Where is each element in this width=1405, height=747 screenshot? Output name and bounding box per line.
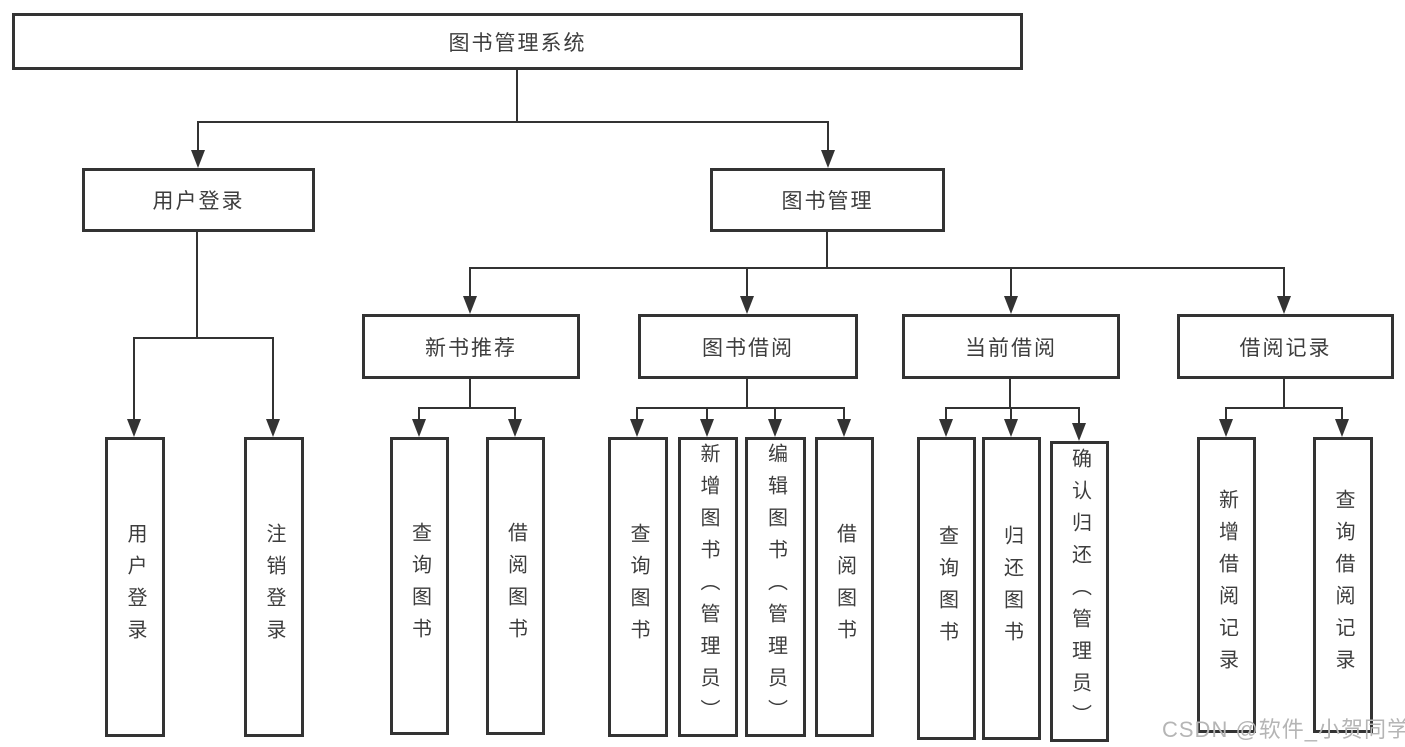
node-label: 用户登录 [152, 190, 245, 213]
arrow-head [1004, 296, 1018, 314]
connector-stem [196, 232, 198, 338]
connector-stem [469, 379, 471, 408]
arrow-shaft [469, 268, 471, 296]
arrow-head [127, 419, 141, 437]
leaf-query-books-current: 查询图书 [917, 437, 976, 740]
arrow-shaft [774, 408, 776, 419]
leaf-label: 确认归还（管理员） [1068, 447, 1091, 736]
arrow-head [1335, 419, 1349, 437]
connector-rail [469, 267, 1285, 269]
arrow-head [821, 150, 835, 168]
connector-rail [1225, 407, 1343, 409]
leaf-label: 查询图书 [935, 524, 958, 653]
node-borrow-records: 借阅记录 [1177, 314, 1394, 379]
arrow-shaft [1341, 408, 1343, 419]
leaf-label: 新增借阅记录 [1215, 489, 1238, 681]
arrow-shaft [1225, 408, 1227, 419]
connector-stem [516, 70, 518, 122]
leaf-query-books-recommend: 查询图书 [390, 437, 449, 735]
connector-stem [1009, 379, 1011, 408]
connector-stem [826, 232, 828, 268]
arrow-shaft [133, 338, 135, 419]
arrow-head [191, 150, 205, 168]
leaf-label: 借阅图书 [504, 522, 527, 650]
arrow-shaft [514, 408, 516, 419]
arrow-shaft [636, 408, 638, 419]
leaf-label: 新增图书（管理员） [697, 443, 719, 731]
arrow-shaft [945, 408, 947, 419]
leaf-label: 借阅图书 [833, 523, 856, 651]
leaf-edit-book-admin: 编辑图书（管理员） [745, 437, 806, 737]
connector-rail [945, 407, 1080, 409]
node-label: 当前借阅 [965, 336, 1057, 360]
arrow-head [768, 419, 782, 437]
watermark: CSDN @软件_小贺同学 [1162, 717, 1405, 742]
leaf-label: 查询借阅记录 [1332, 489, 1354, 681]
leaf-label: 查询图书 [408, 522, 431, 650]
node-label: 借阅记录 [1239, 336, 1332, 360]
node-new-book-recommend: 新书推荐 [362, 314, 580, 379]
leaf-query-books-borrow: 查询图书 [608, 437, 668, 737]
arrow-shaft [1010, 268, 1012, 296]
arrow-shaft [827, 122, 829, 150]
arrow-head [837, 419, 851, 437]
arrow-head [700, 419, 714, 437]
connector-rail [197, 121, 829, 123]
arrow-head [1004, 419, 1018, 437]
leaf-user-login: 用户登录 [105, 437, 165, 737]
node-root: 图书管理系统 [12, 13, 1023, 70]
arrow-head [740, 296, 754, 314]
node-label: 新书推荐 [425, 336, 517, 360]
leaf-query-borrow-record: 查询借阅记录 [1313, 437, 1373, 733]
leaf-borrow-books-recommend: 借阅图书 [486, 437, 545, 735]
node-label: 图书管理 [781, 190, 874, 213]
node-book-borrow: 图书借阅 [638, 314, 858, 379]
arrow-shaft [197, 122, 199, 150]
connector-stem [1283, 379, 1285, 408]
arrow-shaft [1078, 408, 1080, 423]
connector-rail [133, 337, 274, 339]
arrow-head [508, 419, 522, 437]
connector-stem [746, 379, 748, 408]
node-user-login: 用户登录 [82, 168, 315, 232]
node-label: 图书管理系统 [448, 31, 587, 55]
leaf-return-books: 归还图书 [982, 437, 1041, 740]
leaf-confirm-return-admin: 确认归还（管理员） [1050, 441, 1109, 742]
leaf-logout: 注销登录 [244, 437, 304, 737]
arrow-head [1277, 296, 1291, 314]
node-label: 图书借阅 [702, 336, 794, 360]
arrow-shaft [843, 408, 845, 419]
leaf-add-borrow-record: 新增借阅记录 [1197, 437, 1256, 733]
arrow-head [412, 419, 426, 437]
arrow-shaft [418, 408, 420, 419]
arrow-head [463, 296, 477, 314]
arrow-shaft [272, 338, 274, 419]
leaf-borrow-books: 借阅图书 [815, 437, 874, 737]
leaf-label: 查询图书 [627, 523, 649, 651]
leaf-label: 用户登录 [124, 523, 146, 651]
leaf-add-book-admin: 新增图书（管理员） [678, 437, 738, 737]
arrow-shaft [746, 268, 748, 296]
arrow-shaft [1010, 408, 1012, 419]
node-book-management: 图书管理 [710, 168, 945, 232]
arrow-head [630, 419, 644, 437]
node-current-borrow: 当前借阅 [902, 314, 1120, 379]
leaf-label: 注销登录 [263, 523, 285, 651]
leaf-label: 编辑图书（管理员） [764, 443, 787, 731]
leaf-label: 归还图书 [1000, 524, 1023, 653]
connector-rail [636, 407, 845, 409]
arrow-head [1072, 423, 1086, 441]
arrow-shaft [706, 408, 708, 419]
arrow-head [939, 419, 953, 437]
arrow-head [266, 419, 280, 437]
arrow-head [1219, 419, 1233, 437]
arrow-shaft [1283, 268, 1285, 296]
connector-rail [418, 407, 516, 409]
